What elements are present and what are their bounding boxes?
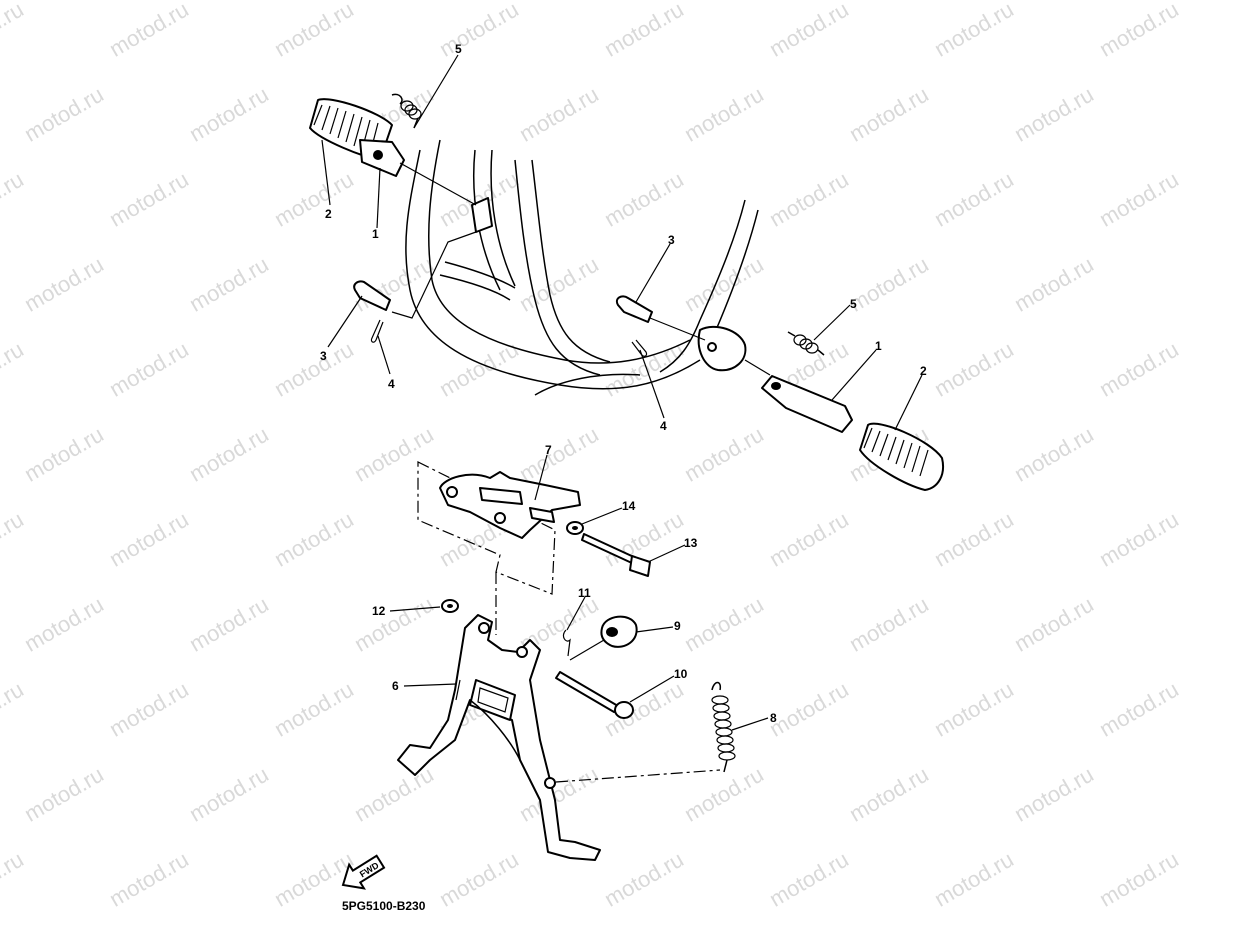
callout-9: 9 <box>674 619 681 633</box>
callout-1a: 1 <box>372 227 379 241</box>
callout-11: 11 <box>578 586 591 600</box>
callout-5a: 5 <box>455 42 462 56</box>
callout-labels: 5 2 1 3 4 3 4 5 1 2 7 14 13 12 11 9 10 6… <box>320 42 927 725</box>
callout-4a: 4 <box>388 377 395 391</box>
callout-12: 12 <box>372 604 386 618</box>
callout-4b: 4 <box>660 419 667 433</box>
diagram-code: 5PG5100-B230 <box>342 899 426 913</box>
right-spring <box>787 331 825 356</box>
callout-13: 13 <box>684 536 698 550</box>
callout-1b: 1 <box>875 339 882 353</box>
callout-14: 14 <box>622 499 636 513</box>
callout-8: 8 <box>770 711 777 725</box>
fwd-arrow-icon: FWD <box>341 854 386 890</box>
frame-tubes <box>405 139 759 396</box>
callout-6: 6 <box>392 679 399 693</box>
stand-spring <box>711 681 736 773</box>
callout-10: 10 <box>674 667 688 681</box>
stand-small-parts <box>555 615 736 773</box>
callout-7: 7 <box>545 443 552 457</box>
callout-3a: 3 <box>320 349 327 363</box>
center-stand-assembly <box>397 599 721 861</box>
stand-bracket-assembly <box>417 461 651 635</box>
left-footrest-assembly <box>309 93 477 343</box>
callout-5b: 5 <box>850 297 857 311</box>
right-footrest-assembly <box>616 295 944 491</box>
callout-2b: 2 <box>920 364 927 378</box>
callout-2a: 2 <box>325 207 332 221</box>
callout-3b: 3 <box>668 233 675 247</box>
callout-leaders <box>321 54 923 731</box>
